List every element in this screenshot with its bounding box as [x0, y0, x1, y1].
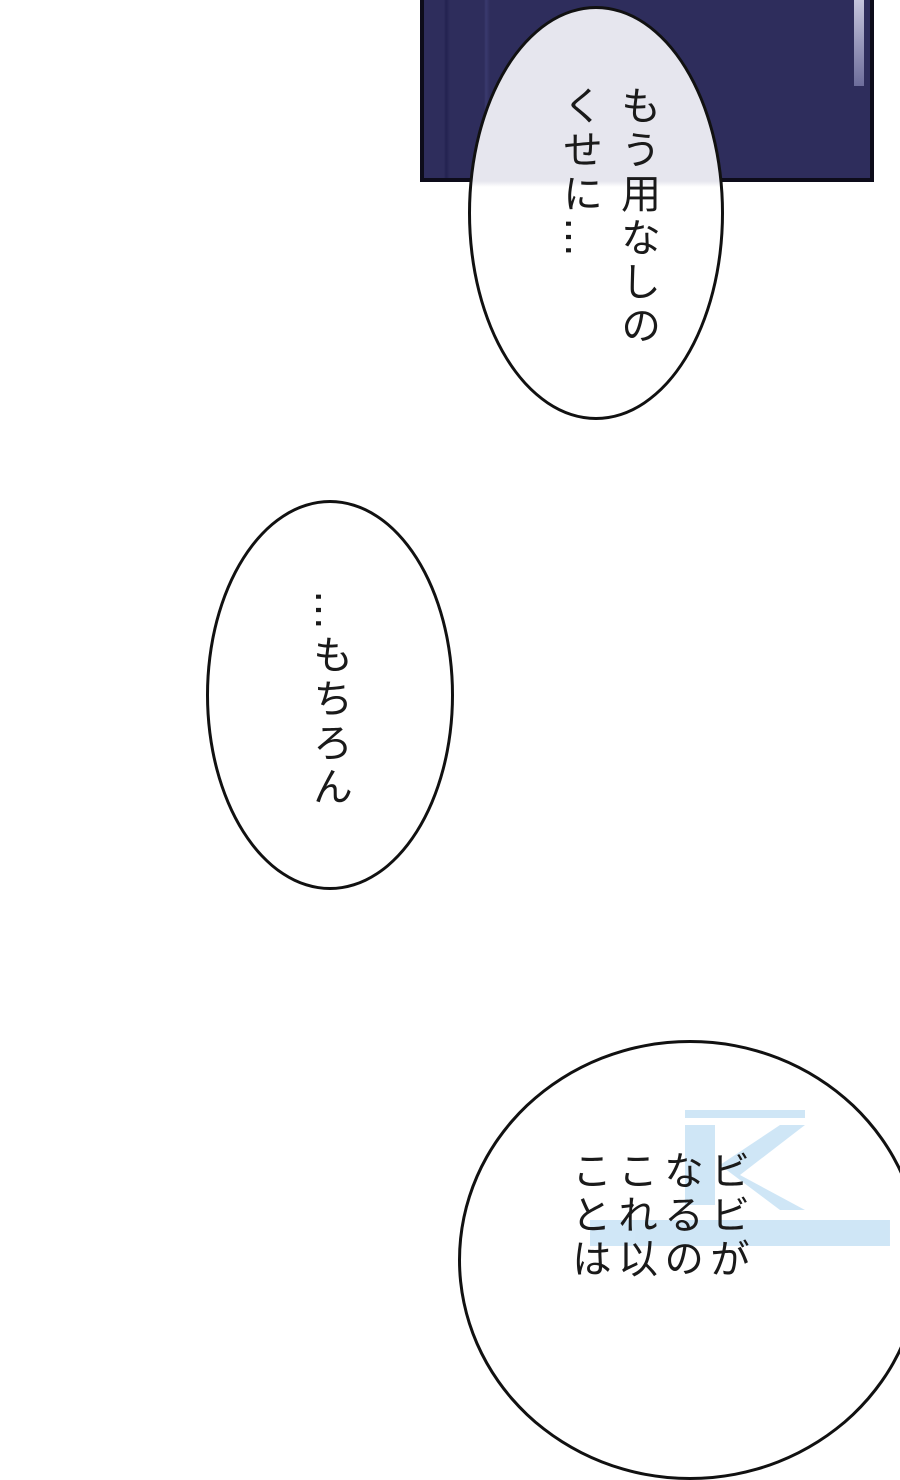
bubble-1-line-1: もう用なしの — [614, 85, 660, 349]
bubble-2-line-1: …もちろん — [306, 590, 352, 810]
bubble-1-text: もう用なしの くせに… — [550, 85, 666, 349]
speech-bubble-1 — [468, 6, 724, 420]
bubble-3-line-2: なるの — [657, 1150, 703, 1282]
bubble-2-text: …もちろん — [300, 590, 358, 810]
speech-bubble-2 — [206, 500, 454, 890]
bubble-3-line-3: これ以 — [611, 1150, 657, 1282]
hair-highlight — [854, 0, 864, 86]
bubble-3-text: ビビが なるの これ以 ことは — [565, 1150, 749, 1282]
bubble-3-line-1: ビビが — [703, 1150, 749, 1282]
bubble-3-line-4: ことは — [565, 1150, 611, 1282]
bubble-1-line-2: くせに… — [556, 85, 602, 261]
